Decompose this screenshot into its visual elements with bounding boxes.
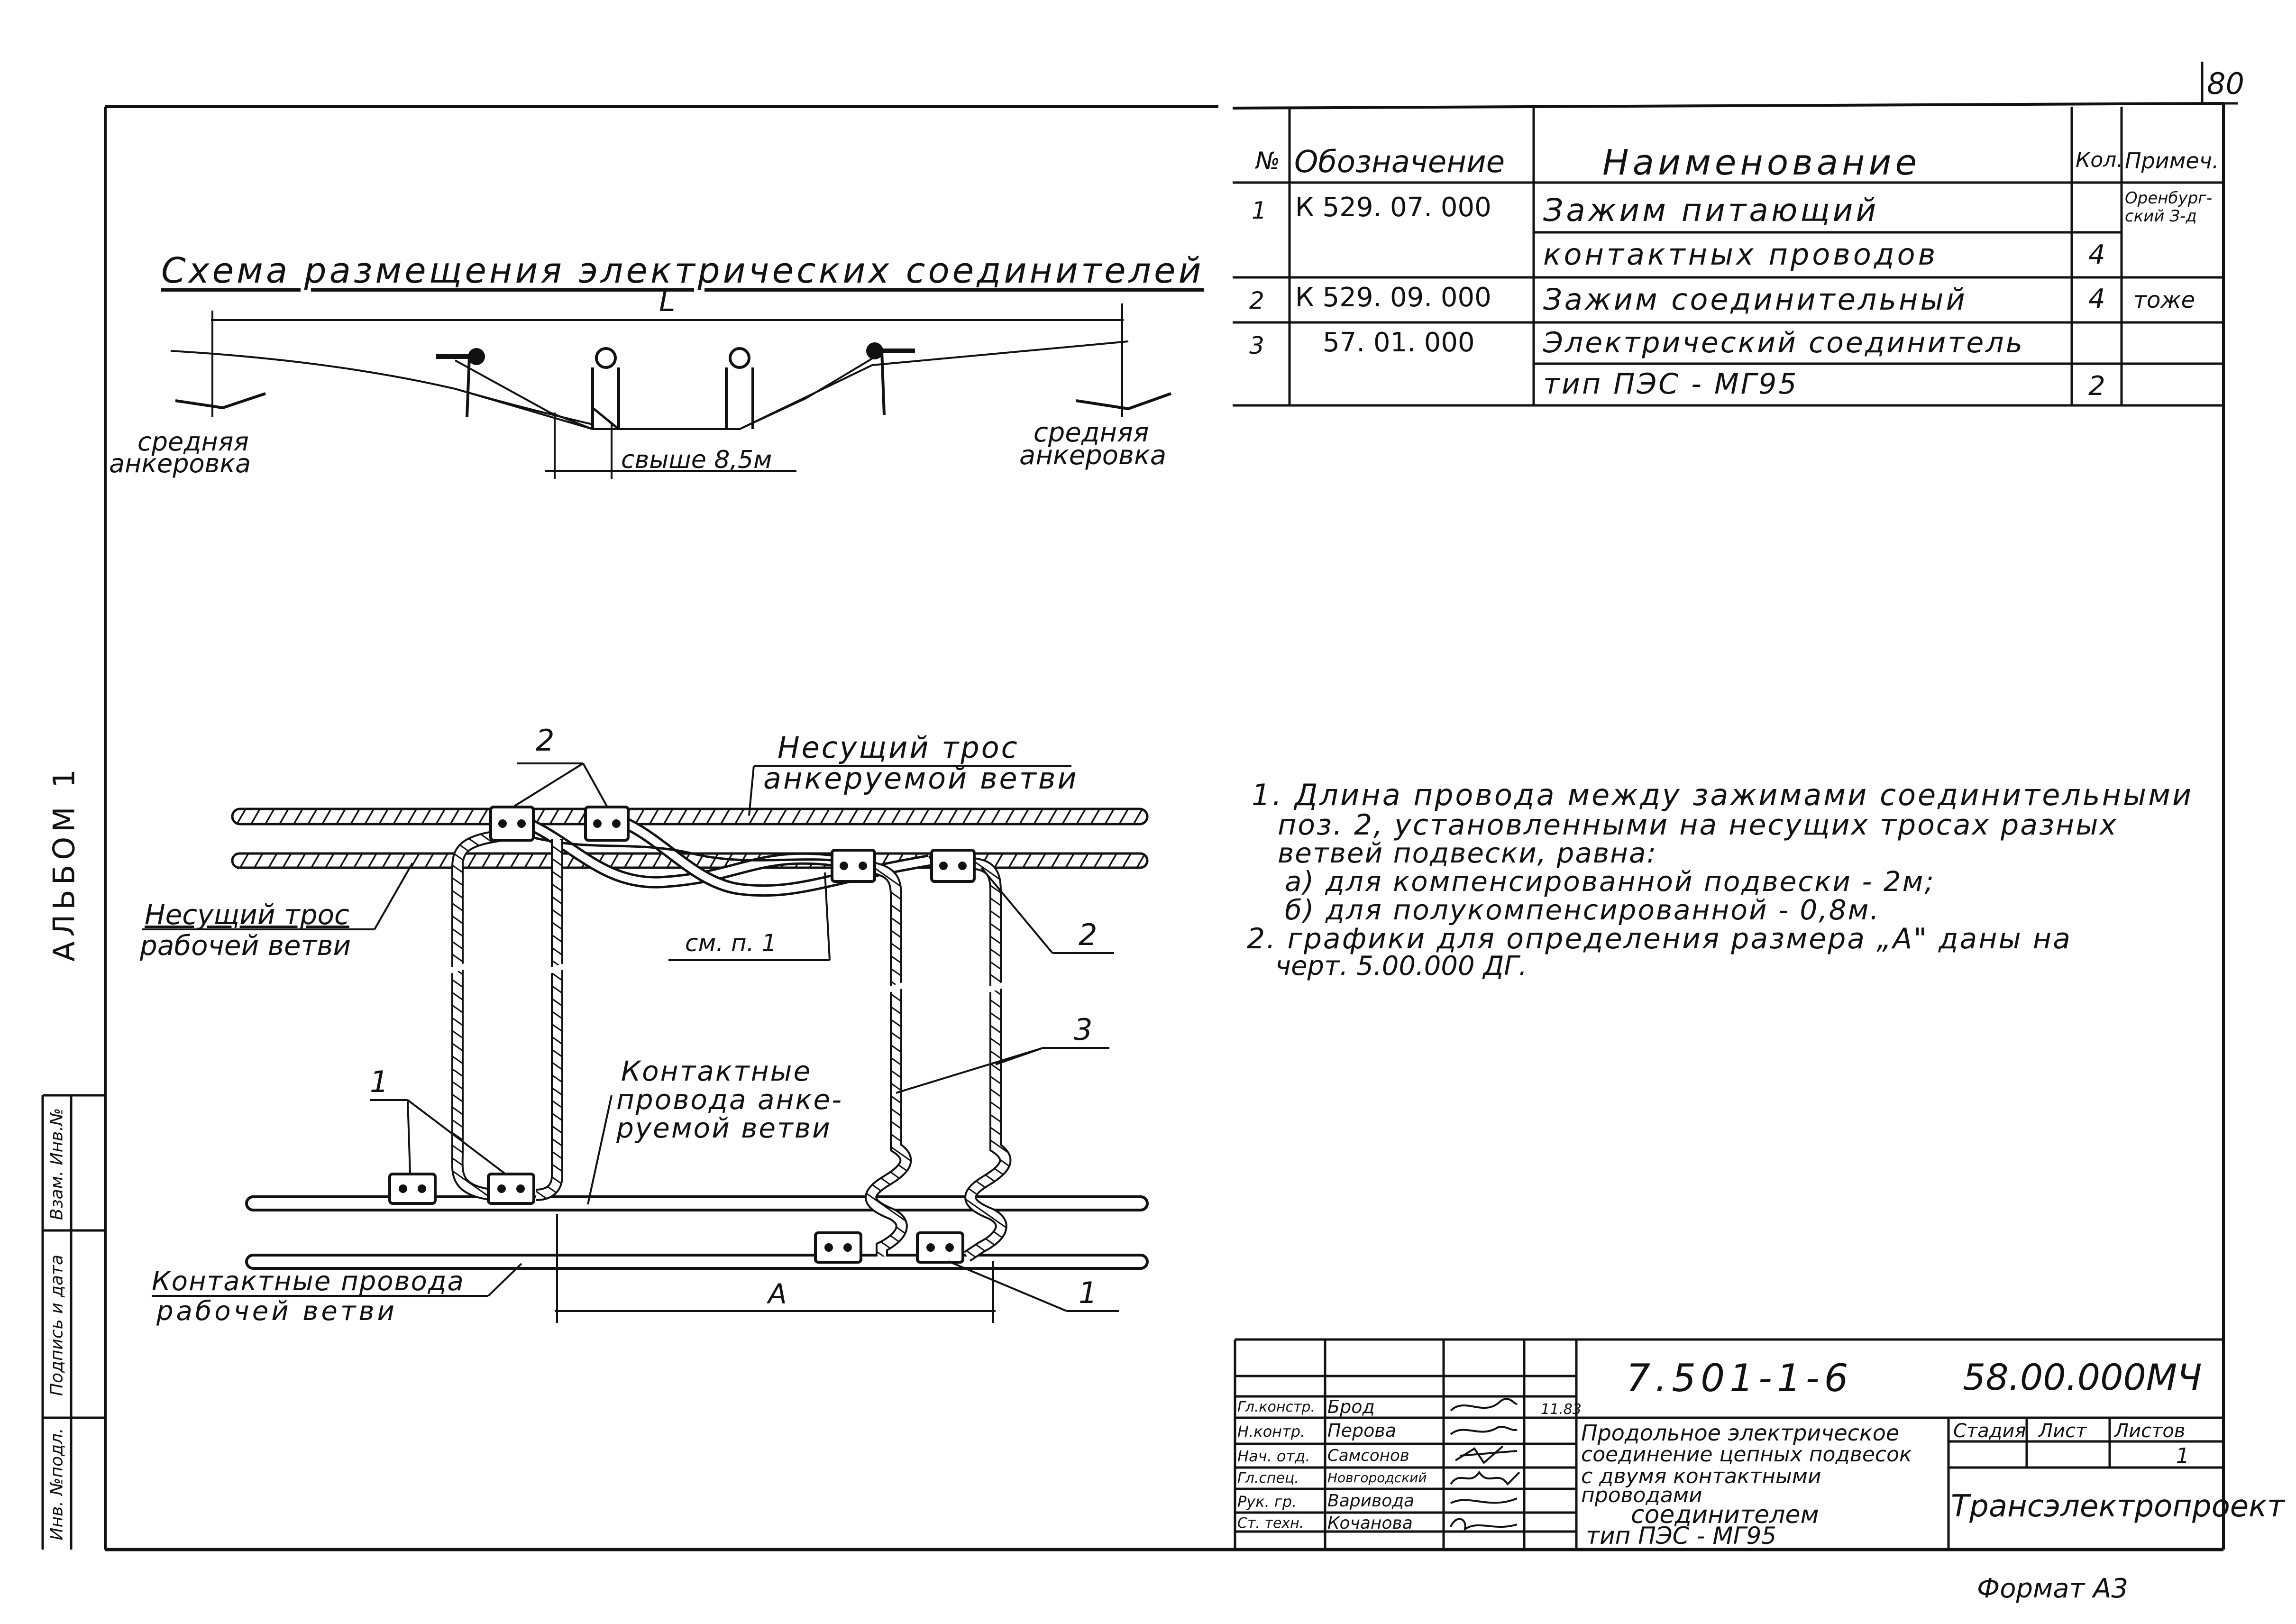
spec-row-3b-qty: 2 <box>2088 371 2105 402</box>
spec-row-2-pos: 2 <box>1249 287 1264 314</box>
spec-row-1-pos: 1 <box>1252 197 1267 224</box>
spec-header-qty: Кол. <box>2076 148 2123 172</box>
spec-row-2-name: Зажим соединительный <box>1543 282 1967 317</box>
scheme-dim-L: L <box>659 284 676 318</box>
tb-name-3: Самсонов <box>1327 1446 1409 1465</box>
scheme-anchor-left-2: анкеровка <box>109 449 251 478</box>
callout-pos-2-right: 2 <box>1079 918 1098 952</box>
scheme-title: Схема размещения электрических соедините… <box>161 250 1204 291</box>
spec-row-2-note: тоже <box>2133 287 2195 313</box>
spec-row-1-name: Зажим питающий <box>1543 192 1879 229</box>
tb-date: 11.83 <box>1541 1401 1582 1418</box>
tb-name-5: Варивода <box>1327 1491 1415 1511</box>
spec-row-1-note-2: ский З-д <box>2125 207 2197 226</box>
spec-row-3-pos: 3 <box>1249 332 1264 359</box>
tb-name-6: Кочанова <box>1327 1514 1413 1533</box>
format-label: Формат А3 <box>1977 1573 2128 1604</box>
tb-title-line-1: Продольное электрическое <box>1581 1420 1900 1446</box>
tb-project-code: 7.501-1-6 <box>1626 1356 1853 1400</box>
tb-sheets-total: 1 <box>2176 1444 2189 1468</box>
spec-row-3-code: 57. 01. 000 <box>1323 327 1475 358</box>
tb-title-line-4: проводами <box>1581 1483 1702 1507</box>
tb-sheet-header: Лист <box>2039 1420 2087 1442</box>
note-line-1: 1. Длина провода между зажимами соединит… <box>1252 778 2194 812</box>
note-line-6: 2. графики для определения размера „А" д… <box>1247 922 2072 955</box>
tb-name-4: Новгородский <box>1327 1470 1427 1486</box>
callout-pos-2-top: 2 <box>536 723 555 758</box>
tb-name-2: Перова <box>1327 1420 1397 1441</box>
spec-header-code: Обозначение <box>1294 145 1505 180</box>
tb-name-1: Брод <box>1327 1396 1375 1417</box>
label-contact-anchored-3: руемой ветви <box>616 1112 832 1144</box>
label-carrier-working-2: рабочей ветви <box>140 929 351 962</box>
tb-sheets-header: Листов <box>2114 1420 2186 1442</box>
callout-pos-3: 3 <box>1074 1012 1093 1047</box>
note-line-2: поз. 2, установленными на несущих тросах… <box>1278 808 2118 842</box>
spec-header-pos: № <box>1255 147 1281 174</box>
carrier-cable-anchored <box>231 807 1149 826</box>
callout-pos-1-right: 1 <box>1079 1275 1098 1310</box>
tb-organization: Трансэлектропроект <box>1951 1489 2285 1524</box>
spec-row-1b-name: контактных проводов <box>1543 237 1939 272</box>
label-carrier-anchored-1: Несущий трос <box>778 730 1019 765</box>
scheme-anchor-right-2: анкеровка <box>1019 440 1167 471</box>
spec-row-3b-name: тип ПЭС - МГ95 <box>1543 367 1799 401</box>
label-carrier-anchored-2: анкеруемой ветви <box>763 761 1079 796</box>
spec-row-2-qty: 4 <box>2088 284 2105 314</box>
tb-title-line-3: с двумя контактными <box>1581 1464 1821 1488</box>
scheme-anchor-left-1: средняя <box>137 427 249 457</box>
tb-role-3: Нач. отд. <box>1237 1447 1310 1465</box>
spec-row-1-note-1: Оренбург- <box>2125 189 2213 208</box>
note-line-7: черт. 5.00.000 ДГ. <box>1275 951 1528 982</box>
tb-role-4: Гл.спец. <box>1237 1470 1299 1486</box>
tb-role-1: Гл.констр. <box>1237 1399 1316 1415</box>
spec-row-1b-qty: 4 <box>2088 239 2105 270</box>
contact-wire-anchored <box>245 1195 1149 1211</box>
tb-stage-header: Стадия <box>1953 1420 2026 1442</box>
label-carrier-working-1: Несущий трос <box>145 899 349 931</box>
label-contact-anchored-2: провода анке- <box>616 1083 843 1116</box>
tb-role-5: Рук. гр. <box>1237 1493 1297 1511</box>
label-contact-working-1: Контактные провода <box>152 1266 465 1297</box>
scheme-anchor-right-1: средняя <box>1034 417 1149 448</box>
tb-doc-code: 58.00.000МЧ <box>1963 1356 2202 1398</box>
note-line-3: ветвей подвески, равна: <box>1278 837 1657 869</box>
spec-row-2-code: К 529. 09. 000 <box>1295 282 1491 313</box>
note-line-5: б) для полукомпенсированной - 0,8м. <box>1285 894 1880 926</box>
note-line-4: а) для компенсированной подвески - 2м; <box>1285 865 1935 898</box>
tb-role-2: Н.контр. <box>1237 1422 1306 1440</box>
tb-role-6: Ст. техн. <box>1237 1515 1304 1532</box>
label-contact-working-2: рабочей ветви <box>156 1296 397 1327</box>
scheme-dim-min-spacing: свыше 8,5м <box>621 446 772 474</box>
tb-title-line-6: тип ПЭС - МГ95 <box>1586 1522 1777 1550</box>
label-contact-anchored-1: Контактные <box>621 1055 812 1087</box>
sheet-number: 80 <box>2207 66 2244 101</box>
spec-header-note: Примеч. <box>2125 148 2219 174</box>
dim-A: А <box>768 1278 787 1310</box>
tb-title-line-5: соединителем <box>1631 1501 1819 1529</box>
label-see-note: см. п. 1 <box>685 929 777 957</box>
tb-title-line-2: соединение цепных подвесок <box>1581 1442 1912 1467</box>
spec-row-3-name: Электрический соединитель <box>1543 326 2024 359</box>
callout-pos-1-left: 1 <box>370 1064 389 1099</box>
spec-row-1-code: К 529. 07. 000 <box>1295 192 1491 223</box>
spec-header-name: Наименование <box>1602 142 1921 183</box>
